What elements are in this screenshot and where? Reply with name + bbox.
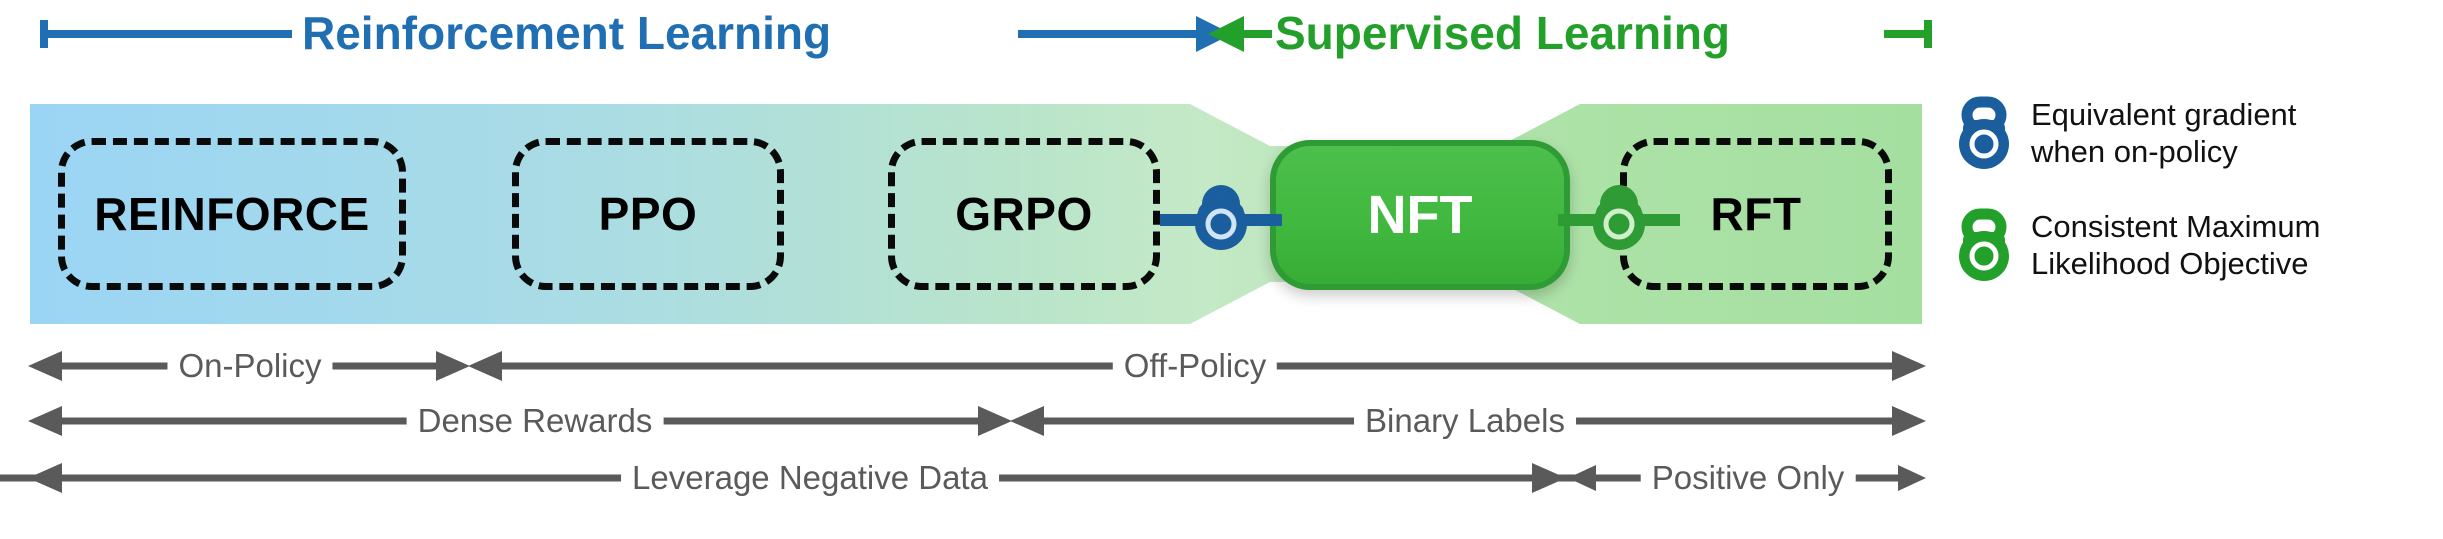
axis-label-off-policy: Off-Policy	[1112, 347, 1278, 385]
method-label-nft: NFT	[1367, 185, 1473, 245]
method-box-reinforce[interactable]: REINFORCE	[58, 138, 406, 290]
lock-connector-grpo-nft	[1160, 185, 1282, 250]
lock-icon-blue-legend	[1959, 96, 2009, 169]
header-label-supervised-learning: Supervised Learning	[1275, 7, 1731, 59]
method-label-rft: RFT	[1710, 188, 1802, 240]
axis-label-dense-rewards: Dense Rewards	[406, 402, 664, 440]
axis-label-binary-labels: Binary Labels	[1354, 402, 1576, 440]
method-box-ppo[interactable]: PPO	[512, 138, 784, 290]
header-arrows	[40, 16, 1932, 52]
axis-label-on-policy: On-Policy	[167, 347, 333, 385]
legend-item-consistent-mle: Consistent Maximum Likelihood Objective	[1955, 208, 2320, 284]
axis-label-positive-only: Positive Only	[1640, 459, 1856, 497]
lock-connector-nft-rft	[1558, 185, 1680, 250]
header-label-reinforcement-learning: Reinforcement Learning	[302, 7, 832, 59]
legend-item-equivalent-gradient: Equivalent gradient when on-policy	[1955, 96, 2296, 172]
legend-text-equivalent-gradient: Equivalent gradient when on-policy	[2031, 97, 2297, 169]
method-box-grpo[interactable]: GRPO	[888, 138, 1160, 290]
method-label-ppo: PPO	[598, 188, 698, 240]
header-row: Reinforcement Learning Supervised Learni…	[0, 0, 2443, 70]
axis-label-leverage-negative-data: Leverage Negative Data	[621, 459, 999, 497]
method-box-nft[interactable]: NFT	[1270, 140, 1570, 290]
legend-text-consistent-mle: Consistent Maximum Likelihood Objective	[2031, 209, 2321, 281]
axis-row-data: Leverage Negative Data Positive Only	[0, 452, 2443, 508]
lock-icon-blue	[1160, 185, 1282, 250]
method-label-reinforce: REINFORCE	[94, 188, 370, 240]
axis-row-rewards: Dense Rewards Binary Labels	[0, 395, 2443, 451]
method-label-grpo: GRPO	[955, 188, 1093, 240]
lock-icon-green-legend	[1959, 208, 2009, 281]
axis-row-policy: On-Policy Off-Policy	[0, 340, 2443, 396]
sl-left-arrowhead	[1208, 16, 1244, 52]
lock-icon-green	[1558, 185, 1680, 250]
